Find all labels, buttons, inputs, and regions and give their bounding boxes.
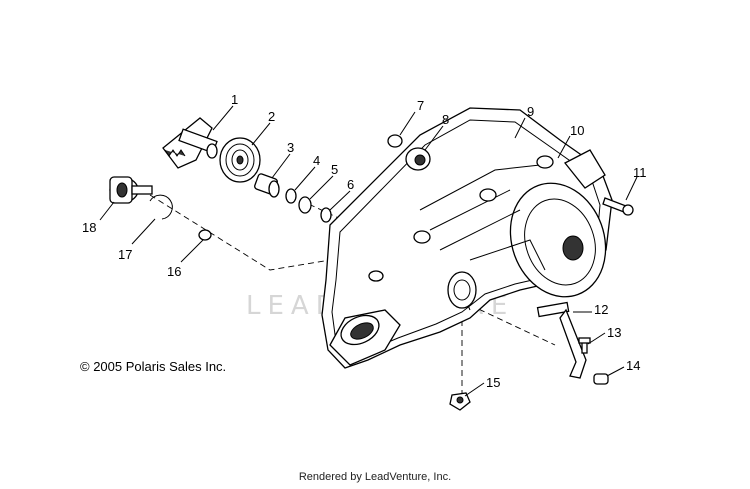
copyright-text: © 2005 Polaris Sales Inc.	[80, 359, 227, 374]
part-16-washer	[198, 229, 212, 241]
part-17-snap-ring	[149, 194, 173, 220]
callout-2: 2	[268, 109, 275, 124]
callout-17: 17	[118, 247, 132, 262]
part-8-bearing	[405, 147, 431, 171]
part-12-lever	[536, 301, 587, 379]
leader-lines	[99, 105, 638, 397]
part-7-oring	[387, 134, 403, 148]
callout-7: 7	[417, 98, 424, 113]
part-5-washer	[298, 196, 312, 214]
callout-6: 6	[347, 177, 354, 192]
part-15-nut	[449, 392, 471, 411]
callout-5: 5	[331, 162, 338, 177]
callout-9: 9	[527, 104, 534, 119]
clutch-cover	[321, 107, 613, 369]
callout-labels: 1 2 3 4 5 6 7 8 9 10 11 12 13 14 15 16 1…	[82, 92, 647, 390]
part-1-shaft	[162, 117, 218, 169]
part-2-spring	[219, 137, 261, 183]
callout-10: 10	[570, 123, 584, 138]
callout-18: 18	[82, 220, 96, 235]
part-6-oring	[320, 207, 332, 223]
callout-8: 8	[442, 112, 449, 127]
part-14-rubber	[593, 373, 609, 385]
callout-16: 16	[167, 264, 181, 279]
part-18-gear	[109, 176, 153, 204]
callout-4: 4	[313, 153, 320, 168]
part-4-washer	[285, 188, 297, 204]
callout-15: 15	[486, 375, 500, 390]
rendered-by-footer: Rendered by LeadVenture, Inc.	[298, 471, 452, 483]
callout-11: 11	[633, 165, 647, 180]
callout-1: 1	[231, 92, 238, 107]
part-13-bolt	[578, 337, 591, 354]
callout-3: 3	[287, 140, 294, 155]
part-3-bushing	[254, 173, 280, 198]
callout-13: 13	[607, 325, 621, 340]
callout-14: 14	[626, 358, 640, 373]
part-11-bolt	[602, 197, 634, 216]
callout-12: 12	[594, 302, 608, 317]
